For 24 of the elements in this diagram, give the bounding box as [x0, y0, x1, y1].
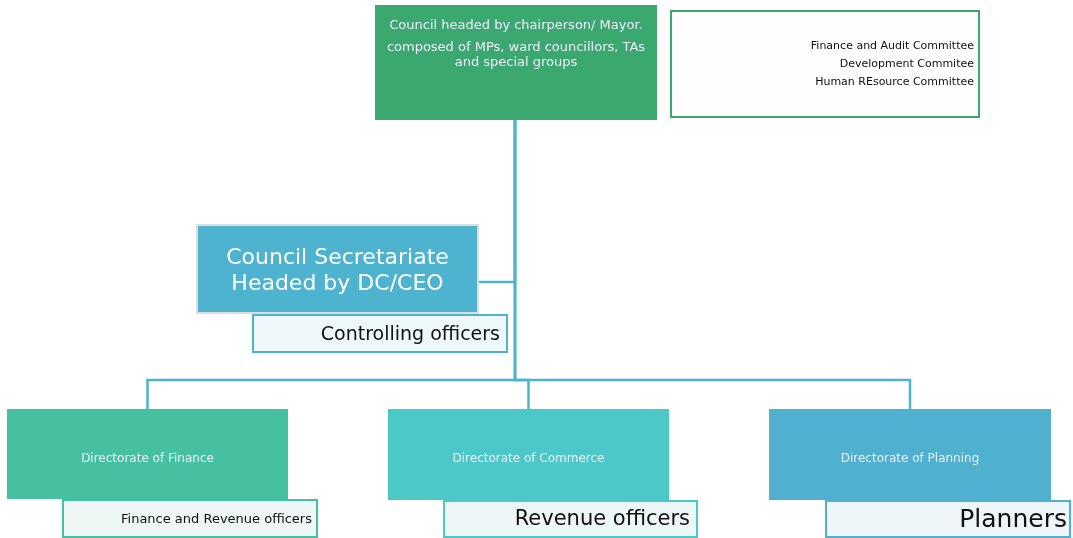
committee-name: Human REsource Committee	[814, 74, 974, 90]
node-text: Directorate of Planning	[839, 451, 981, 466]
node-text: Controlling officers	[319, 322, 500, 345]
directorate-box	[388, 409, 669, 500]
node-text: Directorate of Commerce	[451, 451, 606, 466]
committees-box	[670, 10, 980, 118]
officers-box	[443, 500, 698, 538]
committee-name: Development Commitee	[838, 56, 974, 72]
committee-name: Finance and Audit Committee	[809, 38, 974, 54]
node-text: Revenue officers	[513, 506, 690, 532]
node-text: Council headed by chairperson/ Mayor.	[388, 17, 644, 33]
officers-box	[825, 500, 1071, 538]
node-text: composed of MPs, ward councillors, TAs and special groups	[385, 38, 647, 70]
council-box	[375, 5, 657, 120]
officers-box	[62, 499, 318, 538]
node-text: Finance and Revenue officers	[120, 510, 312, 527]
node-text: Directorate of Finance	[80, 451, 215, 466]
secretariate-box	[196, 224, 479, 314]
directorate-box	[769, 409, 1051, 500]
connector-line	[513, 120, 912, 409]
node-text: Planners	[958, 504, 1067, 534]
directorate-box	[7, 409, 288, 499]
officers-box	[252, 314, 508, 353]
node-text: Council Secretariate Headed by DC/CEO	[225, 244, 450, 297]
